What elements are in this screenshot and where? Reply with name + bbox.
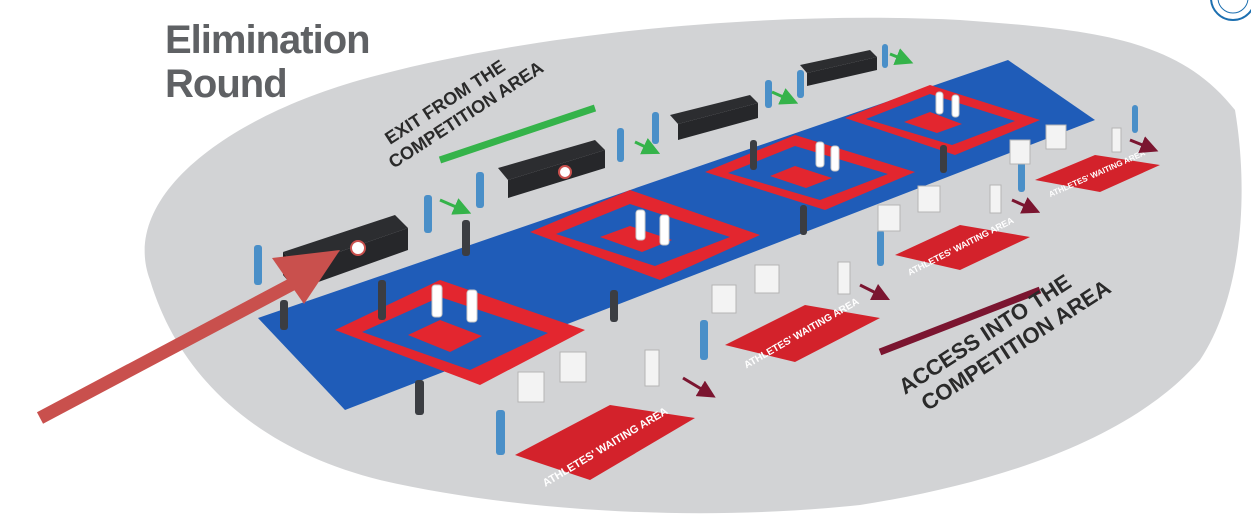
title-line-1: Elimination	[165, 20, 370, 60]
title-line-2: Round	[165, 64, 287, 104]
federation-logo	[1211, 0, 1251, 20]
